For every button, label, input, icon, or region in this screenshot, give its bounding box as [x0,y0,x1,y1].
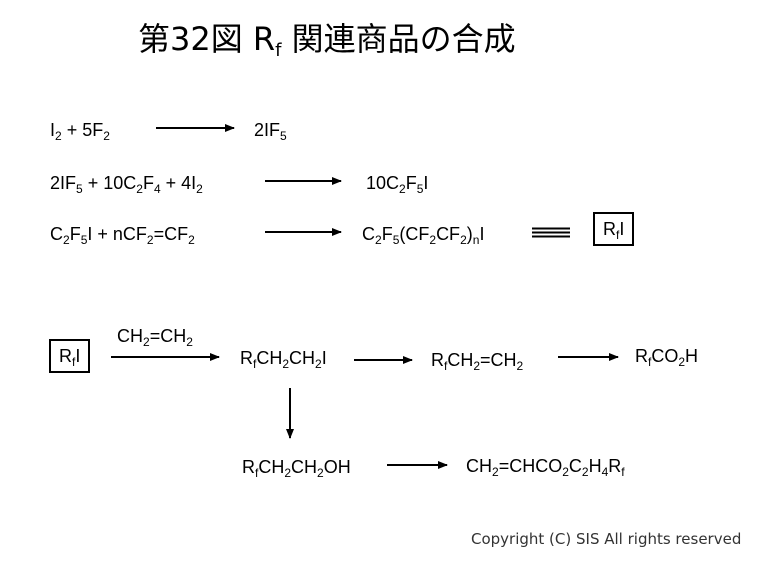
title-part-2: 関連商品の合成 [281,20,516,58]
title-part-1: 第32図 R [138,20,276,58]
copyright-notice: Copyright (C) SIS All rights reserved [471,530,742,548]
ethylene-reagent: CH2=CH2 [117,326,193,349]
rfi-box-definition: RfI [593,212,635,246]
reaction-3-reactants: C2F5I + nCF2=CF2 [50,224,195,247]
rfi-box-start: RfI [49,339,91,373]
reaction-3-product: C2F5(CF2CF2)nI [362,224,485,247]
reaction-2-reactants: 2IF5 + 10C2F4 + 4I2 [50,173,203,196]
pathway-arrow-3 [558,353,619,361]
pathway-arrow-down [286,388,294,439]
product-rfch2ch2-olefin: RfCH2=CH2 [431,350,524,373]
reaction-2-arrow [265,177,342,185]
reaction-3-arrow [265,228,342,236]
reaction-1-reactants: I2 + 5F2 [50,120,110,143]
product-rfch2ch2i: RfCH2CH2I [240,348,327,371]
reaction-1-product: 2IF5 [254,120,287,143]
page-title: 第32図 Rf 関連商品の合成 [138,14,516,61]
reaction-1-arrow [156,124,235,132]
product-rfch2ch2oh: RfCH2CH2OH [242,457,351,480]
pathway-arrow-4 [387,461,448,469]
product-acrylate: CH2=CHCO2C2H4Rf [466,456,625,479]
reaction-2-product: 10C2F5I [366,173,429,196]
pathway-arrow-1 [111,353,220,361]
equivalence-symbol [532,227,570,238]
pathway-arrow-2 [354,356,413,364]
product-rfco2h: RfCO2H [635,346,699,369]
title-subscript: f [275,40,282,61]
